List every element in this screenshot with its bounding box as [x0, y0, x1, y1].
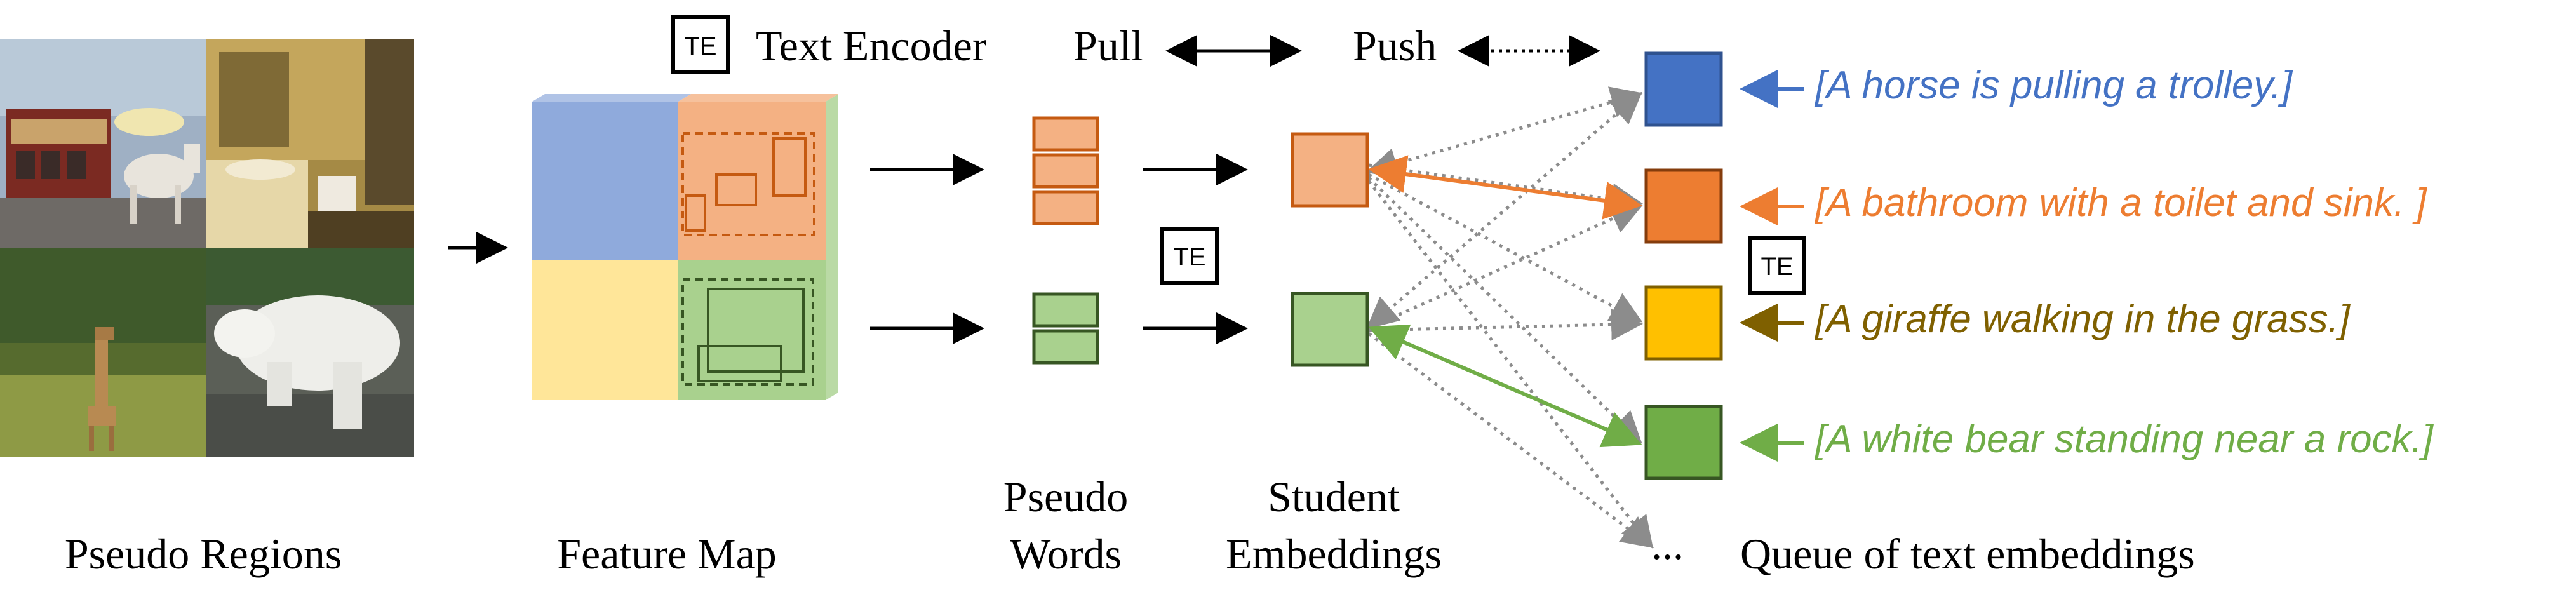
orange-region-box-1: [772, 137, 807, 197]
feature-map-label: Feature Map: [557, 530, 777, 578]
pseudo-word-orange-3: [1032, 190, 1099, 225]
giraffe-photo: [0, 248, 206, 457]
push-label: Push: [1353, 22, 1437, 70]
tram-horse-photo: [0, 39, 206, 248]
pseudo-regions-label: Pseudo Regions: [65, 530, 342, 578]
push-arrows: [1365, 86, 1654, 549]
pseudo-word-orange-2: [1032, 153, 1099, 189]
caption-giraffe: [A giraffe walking in the grass.]: [1814, 297, 2351, 341]
queue-embedding-green: [1644, 405, 1723, 480]
queue-ellipsis: ...: [1651, 520, 1684, 568]
pull-arrow-orange: [1368, 155, 1642, 220]
caption-bathroom: [A bathroom with a toilet and sink. ]: [1814, 181, 2427, 225]
feature-quadrant-blue: [532, 102, 678, 260]
caption-bear: [A white bear standing near a rock.]: [1814, 417, 2434, 461]
te-icon-middle: [1160, 227, 1219, 285]
queue-embedding-orange: [1644, 168, 1723, 244]
feature-quadrant-orange: [678, 102, 826, 260]
bathroom-photo: [206, 39, 414, 248]
pull-label: Pull: [1073, 22, 1143, 70]
text-encoder-label: Text Encoder: [756, 22, 987, 70]
feature-map-cube: [532, 94, 838, 400]
pseudo-word-orange-1: [1032, 116, 1099, 152]
pseudo-word-green-2: [1032, 329, 1099, 365]
queue-embedding-gold: [1644, 285, 1723, 361]
student-embeddings-label-line1: Student: [1268, 473, 1400, 521]
te-icon-middle-label: TE: [1173, 243, 1205, 271]
pseudo-word-green-1: [1032, 292, 1099, 328]
feature-quadrant-green: [678, 260, 826, 400]
student-embedding-orange: [1291, 132, 1369, 208]
orange-region-box-3: [685, 194, 706, 232]
green-region-box-1: [707, 288, 805, 373]
green-region-box-2: [697, 345, 782, 382]
orange-region-box-2: [715, 173, 757, 206]
pull-arrow-green: [1368, 324, 1642, 448]
queue-embedding-blue: [1644, 51, 1723, 127]
polar-bear-photo: [206, 248, 414, 457]
green-region-dashed-box: [681, 278, 814, 386]
queue-label: Queue of text embeddings: [1740, 530, 2195, 578]
student-embedding-green: [1291, 292, 1369, 367]
te-icon-right-label: TE: [1761, 253, 1793, 281]
te-legend-icon-label: TE: [684, 32, 716, 60]
te-legend-icon: [671, 15, 730, 74]
te-icon-right: [1748, 236, 1806, 295]
caption-horse: [A horse is pulling a trolley.]: [1814, 64, 2293, 107]
student-embeddings-label-line2: Embeddings: [1226, 530, 1442, 578]
feature-quadrant-yellow: [532, 260, 678, 400]
pseudo-words-label-line1: Pseudo: [1003, 473, 1128, 521]
pseudo-words-label-line2: Words: [1010, 530, 1122, 578]
orange-region-dashed-box: [681, 132, 815, 236]
